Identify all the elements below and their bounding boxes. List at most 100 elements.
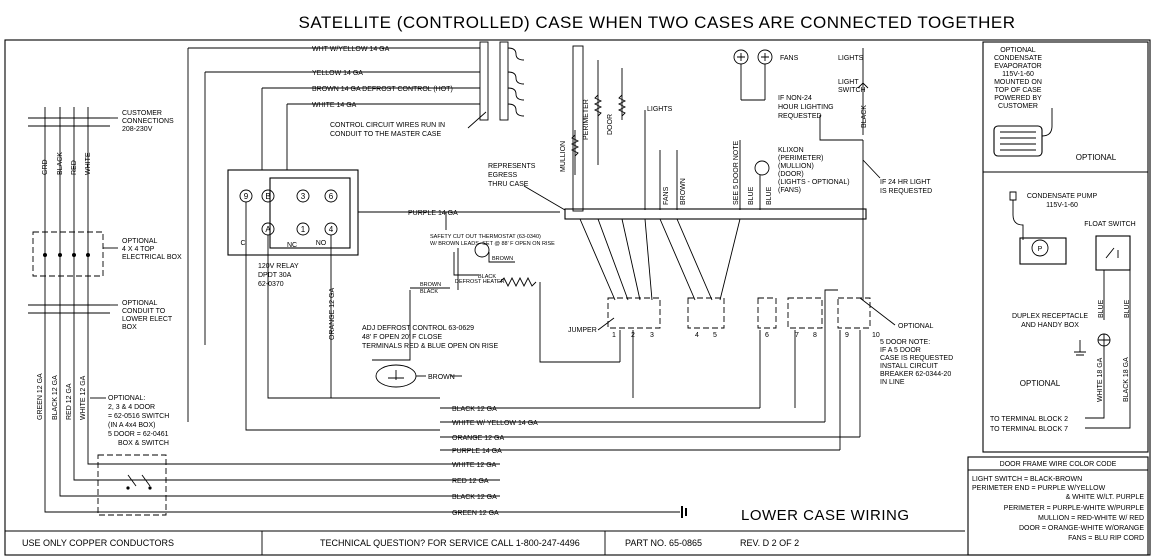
switch-note-2: 2, 3 & 4 DOOR (108, 404, 155, 411)
float-switch-label: FLOAT SWITCH (1084, 221, 1135, 228)
egress-bar (564, 208, 867, 220)
conduit-bracket-right (499, 41, 509, 121)
optional-label-2: OPTIONAL (1020, 379, 1061, 388)
diagram-title: SATELLITE (CONTROLLED) CASE WHEN TWO CAS… (298, 13, 1015, 32)
defrost-control-3: TERMINALS RED & BLUE OPEN ON RISE (362, 343, 498, 350)
right-panel-frame (982, 41, 1149, 453)
footer-part-number: PART NO. 65-0865 (625, 538, 702, 548)
evaporator-5: MOUNTED ON (994, 79, 1042, 86)
float-blue-1: BLUE (1098, 299, 1105, 318)
blue-label-2: BLUE (766, 186, 773, 205)
top-wire-2: YELLOW 14 GA (312, 70, 363, 77)
duplex-label-1: DUPLEX RECEPTACLE (1012, 313, 1088, 320)
wire-bundle-column (572, 45, 584, 212)
customer-supply: CUSTOMER CONNECTIONS 208-230V GRD BLACK … (28, 107, 440, 516)
terminal-block-9-10 (837, 297, 871, 329)
klixon-4: (DOOR) (778, 171, 804, 178)
top-wire-1: WHT W/YELLOW 14 GA (312, 46, 390, 53)
thermostat-heater: SAFETY CUT OUT THERMOSTAT (63-0340) W/ B… (372, 212, 620, 363)
bus-wire-5: WHITE 12 GA (452, 462, 497, 469)
conduit-bracket-left (479, 41, 489, 121)
heater-wire-brown-1: BROWN (492, 256, 513, 262)
supply-label-white: WHITE (85, 152, 92, 175)
to-block2-label: TO TERMINAL BLOCK 2 (990, 416, 1068, 423)
klixon-symbol (754, 160, 770, 176)
defrost-control-1: ADJ DEFROST CONTROL 63-0629 (362, 325, 474, 332)
block-number-1: 1 (612, 332, 616, 339)
bus-wire-1: BLACK 12 GA (452, 406, 497, 413)
bus-wire-2: WHITE W/ YELLOW 14 GA (452, 420, 538, 427)
relay-contact-c: C (240, 240, 245, 247)
conduit-label-4: BOX (122, 324, 137, 331)
pump-label-1: CONDENSATE PUMP (1027, 193, 1098, 200)
light-switch-label-1: LIGHT (838, 79, 859, 86)
if24-label-1: IF 24 HR LIGHT (880, 179, 931, 186)
float-switch-symbol (1095, 235, 1131, 271)
terminal-block-6 (757, 297, 777, 329)
non24-label-3: REQUESTED (778, 113, 822, 120)
brown-col-label: BROWN (680, 178, 687, 205)
relay-terminal-1: 1 (301, 225, 306, 234)
duplex-label-2: AND HANDY BOX (1021, 322, 1079, 329)
block-number-9: 9 (845, 332, 849, 339)
block-number-7: 7 (795, 332, 799, 339)
color-code-title: DOOR FRAME WIRE COLOR CODE (1000, 461, 1117, 468)
black-label: BLACK (861, 105, 868, 128)
block-number-2: 2 (631, 332, 635, 339)
conduit-note-2: CONDUIT TO THE MASTER CASE (330, 131, 441, 138)
supply-label-red: RED (71, 160, 78, 175)
relay-box-outer (227, 169, 359, 256)
thermostat-label-1: SAFETY CUT OUT THERMOSTAT (63-0340) (430, 234, 541, 240)
conduit-label-2: CONDUIT TO (122, 308, 166, 315)
supply-label-black: BLACK (57, 152, 64, 175)
block-number-8: 8 (813, 332, 817, 339)
door-label: DOOR (607, 114, 614, 135)
right-panel: OPTIONAL CONDENSATE EVAPORATOR 115V-1-60… (982, 41, 1149, 453)
lights-label: LIGHTS (838, 55, 864, 62)
float-blue-2: BLUE (1124, 299, 1131, 318)
thermostat-symbol (474, 242, 490, 258)
pump-symbol (1031, 239, 1049, 257)
evaporator-7: POWERED BY (994, 95, 1042, 102)
relay-spec-2: DPDT 30A (258, 272, 292, 279)
klixon-2: (PERIMETER) (778, 155, 824, 162)
footer-technical: TECHNICAL QUESTION? FOR SERVICE CALL 1-8… (320, 538, 580, 548)
egress-label-2: EGRESS (488, 172, 518, 179)
supply-label-grd: GRD (42, 159, 49, 175)
conduit-label-1: OPTIONAL (122, 300, 158, 307)
customer-connections-1: CUSTOMER (122, 110, 162, 117)
if24-label-2: IS REQUESTED (880, 188, 932, 195)
relay-spec-1: 120V RELAY (258, 263, 299, 270)
terminal-block-4-5 (687, 297, 725, 329)
orange-wire-label: ORANGE 12 GA (329, 288, 336, 340)
relay-terminal-b: B (265, 192, 270, 201)
door-switch-box (97, 454, 167, 516)
heater-wire-black-2: BLACK (420, 289, 438, 295)
block-number-10: 10 (872, 332, 880, 339)
relay: 9 B 3 6 A 1 4 C NC NO 120V RELAY DPDT 30… (227, 169, 560, 431)
top-wire-4: WHITE 14 GA (312, 102, 357, 109)
purple-wire-label: PURPLE 14 GA (408, 210, 458, 217)
five-door-note-3: CASE IS REQUESTED (880, 355, 953, 362)
switch-note-4: (IN A 4x4 BOX) (108, 422, 155, 429)
color-code-table: DOOR FRAME WIRE COLOR CODE LIGHT SWITCH … (967, 456, 1149, 556)
color-code-2: PERIMETER END = PURPLE W/YELLOW (972, 485, 1106, 492)
non24-label-1: IF NON-24 (778, 95, 812, 102)
white-18-label: WHITE 18 GA (1097, 357, 1104, 402)
switch-note-1: OPTIONAL: (108, 395, 145, 402)
outer-frame (4, 39, 1151, 556)
top-box-label-1: OPTIONAL (122, 238, 158, 245)
pump-symbol-label: P (1038, 246, 1043, 253)
customer-connections-2: CONNECTIONS (122, 118, 174, 125)
evaporator-1: OPTIONAL (1000, 47, 1036, 54)
relay-terminal-a: A (265, 225, 271, 234)
relay-box-inner (269, 177, 351, 249)
lower-case-wiring-label: LOWER CASE WIRING (741, 507, 910, 524)
defrost-heater-label: DEFROST HEATER (455, 279, 505, 285)
five-door-note-1: 5 DOOR NOTE: (880, 339, 930, 346)
mullion-label: MULLION (560, 141, 567, 172)
perimeter-resistor (593, 94, 603, 117)
fans-col-label: FANS (663, 186, 670, 205)
pump-plug-icon (1009, 191, 1024, 240)
